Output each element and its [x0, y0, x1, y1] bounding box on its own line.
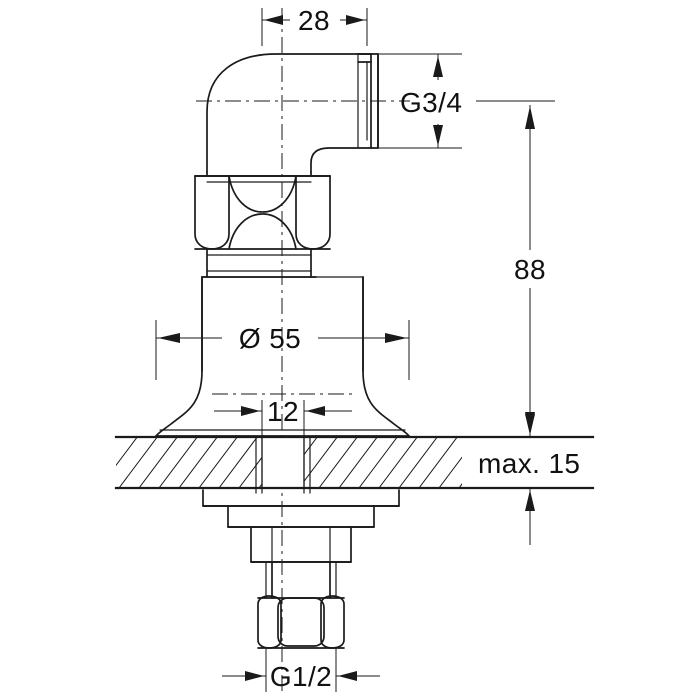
upper-hex-nut-assembly	[194, 171, 331, 278]
dimg34-arrow-bottom	[433, 125, 443, 146]
back-flange-assembly	[202, 489, 400, 563]
dim55-arrow-right	[385, 333, 407, 343]
dimension-12: 12	[214, 396, 352, 437]
dimg12-label: G1/2	[270, 661, 332, 692]
wall-bore-opening	[262, 437, 304, 488]
wall-spigot	[255, 435, 311, 494]
dim12-arrow-left	[241, 406, 260, 416]
dimg12-arrow-right	[338, 671, 357, 681]
dim55-label: Ø 55	[239, 323, 301, 354]
dim12-arrow-right	[306, 406, 325, 416]
hex-nut-chamfer-lower-right	[262, 213, 297, 250]
dim28-arrow-left	[264, 15, 283, 25]
dim12-label: 12	[267, 396, 299, 427]
elbow-outer-contour	[206, 53, 372, 173]
dim88-label: 88	[514, 254, 546, 285]
dim28-label: 28	[298, 5, 330, 36]
elbow-inner-contour	[310, 147, 372, 173]
lower-hex-nut-right-flat	[320, 595, 345, 649]
hex-nut-chamfer-lower	[228, 213, 263, 250]
dimension-88: 88	[476, 100, 555, 435]
dimension-max-15: max. 15	[462, 380, 593, 545]
retaining-plate	[202, 489, 400, 507]
inlet-tail-assembly	[257, 561, 345, 649]
dimg12-arrow-left	[245, 671, 264, 681]
body-escutcheon	[155, 276, 410, 437]
outlet-elbow	[206, 53, 379, 173]
lower-hex-nut-center-face	[277, 597, 325, 647]
dimmax15-arrow-bottom	[525, 490, 535, 511]
washer-plate	[227, 505, 375, 528]
dimmax15-arrow-top	[525, 414, 535, 435]
wall-hatching	[116, 437, 462, 488]
locknut-block	[250, 526, 352, 563]
dim28-arrow-right	[346, 15, 365, 25]
dimension-diameter-55: Ø 55	[155, 320, 410, 380]
hex-nut-outer-left	[194, 175, 230, 250]
escutcheon-left-profile	[155, 276, 203, 437]
hex-nut-outer-right	[295, 175, 331, 250]
dimg34-arrow-top	[433, 56, 443, 77]
escutcheon-right-profile	[362, 276, 410, 437]
lower-hex-nut-left-flat	[257, 595, 282, 649]
dimension-28: 28	[261, 5, 368, 46]
dimension-g34: G3/4	[378, 53, 530, 149]
dimmax15-label: max. 15	[478, 448, 580, 479]
dim88-arrow-top	[525, 106, 535, 129]
dimension-g12: G1/2	[222, 648, 380, 692]
center-lines	[196, 8, 410, 692]
dim55-arrow-left	[158, 333, 180, 343]
dimg34-label: G3/4	[400, 87, 462, 118]
wall-section	[114, 435, 595, 490]
